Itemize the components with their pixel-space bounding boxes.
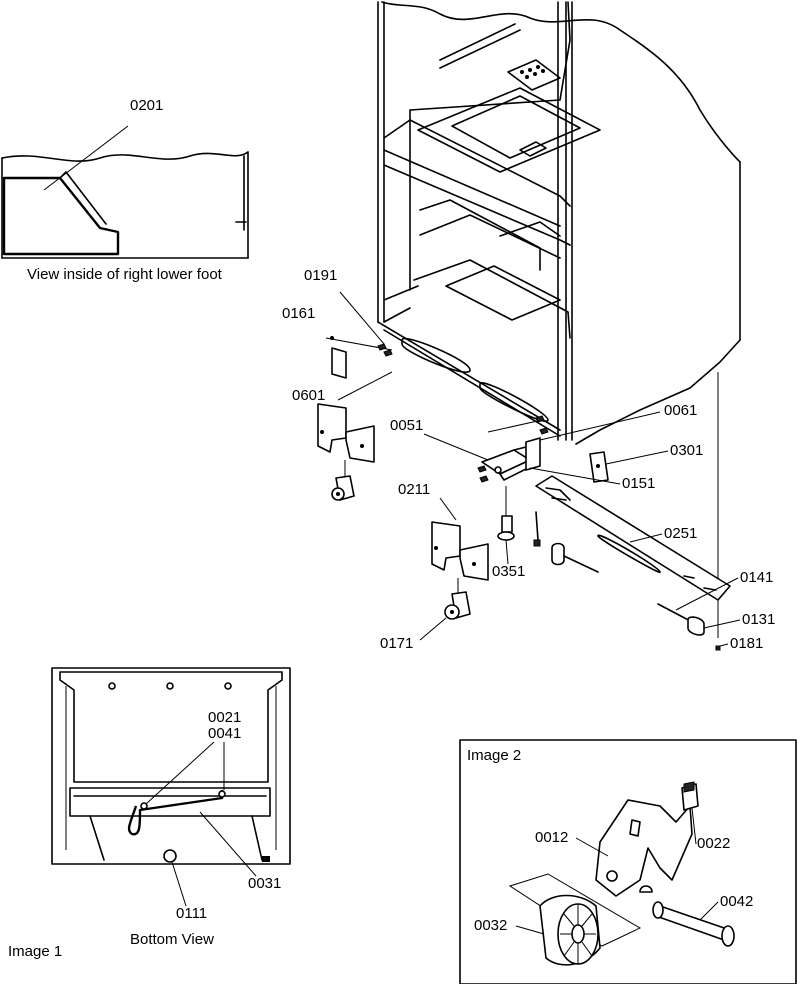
part-label-0111: 0111 (176, 905, 207, 922)
part-label-0061: 0061 (664, 402, 697, 419)
part-label-0141: 0141 (740, 569, 773, 586)
part-label-0012: 0012 (535, 829, 568, 846)
part-label-0022: 0022 (697, 835, 730, 852)
part-label-0051: 0051 (390, 417, 423, 434)
base-plate-0251 (535, 475, 731, 651)
vent-grille-icon (520, 65, 545, 79)
bottom-view (51, 667, 291, 865)
part-label-0301: 0301 (670, 442, 703, 459)
foot-view-caption: View inside of right lower foot (27, 266, 223, 283)
image1-caption: Image 1 (8, 943, 62, 960)
foot-inset-view (1, 125, 249, 259)
image2-inset (459, 739, 797, 984)
center-hinge-assembly (477, 415, 609, 547)
right-foot-assembly (431, 521, 489, 620)
part-label-0041: 0041 (208, 725, 241, 742)
part-label-0042: 0042 (720, 893, 753, 910)
part-label-0191: 0191 (304, 267, 337, 284)
image2-caption: Image 2 (467, 747, 521, 764)
part-label-0181: 0181 (730, 635, 763, 652)
part-label-0201: 0201 (130, 97, 163, 114)
part-label-0601: 0601 (292, 387, 325, 404)
part-label-0031: 0031 (248, 875, 281, 892)
left-foot-assembly (317, 336, 393, 501)
part-label-0171: 0171 (380, 635, 413, 652)
refrigerator-cabinet (377, 1, 741, 638)
part-label-0161: 0161 (282, 305, 315, 322)
part-label-0211: 0211 (398, 481, 430, 498)
part-label-0032: 0032 (474, 917, 507, 934)
part-label-0251: 0251 (664, 525, 697, 542)
bottom-view-caption: Bottom View (130, 931, 214, 948)
part-label-0151: 0151 (622, 475, 655, 492)
part-label-0131: 0131 (742, 611, 775, 628)
part-label-0351: 0351 (492, 563, 525, 580)
part-label-0021: 0021 (208, 709, 241, 726)
